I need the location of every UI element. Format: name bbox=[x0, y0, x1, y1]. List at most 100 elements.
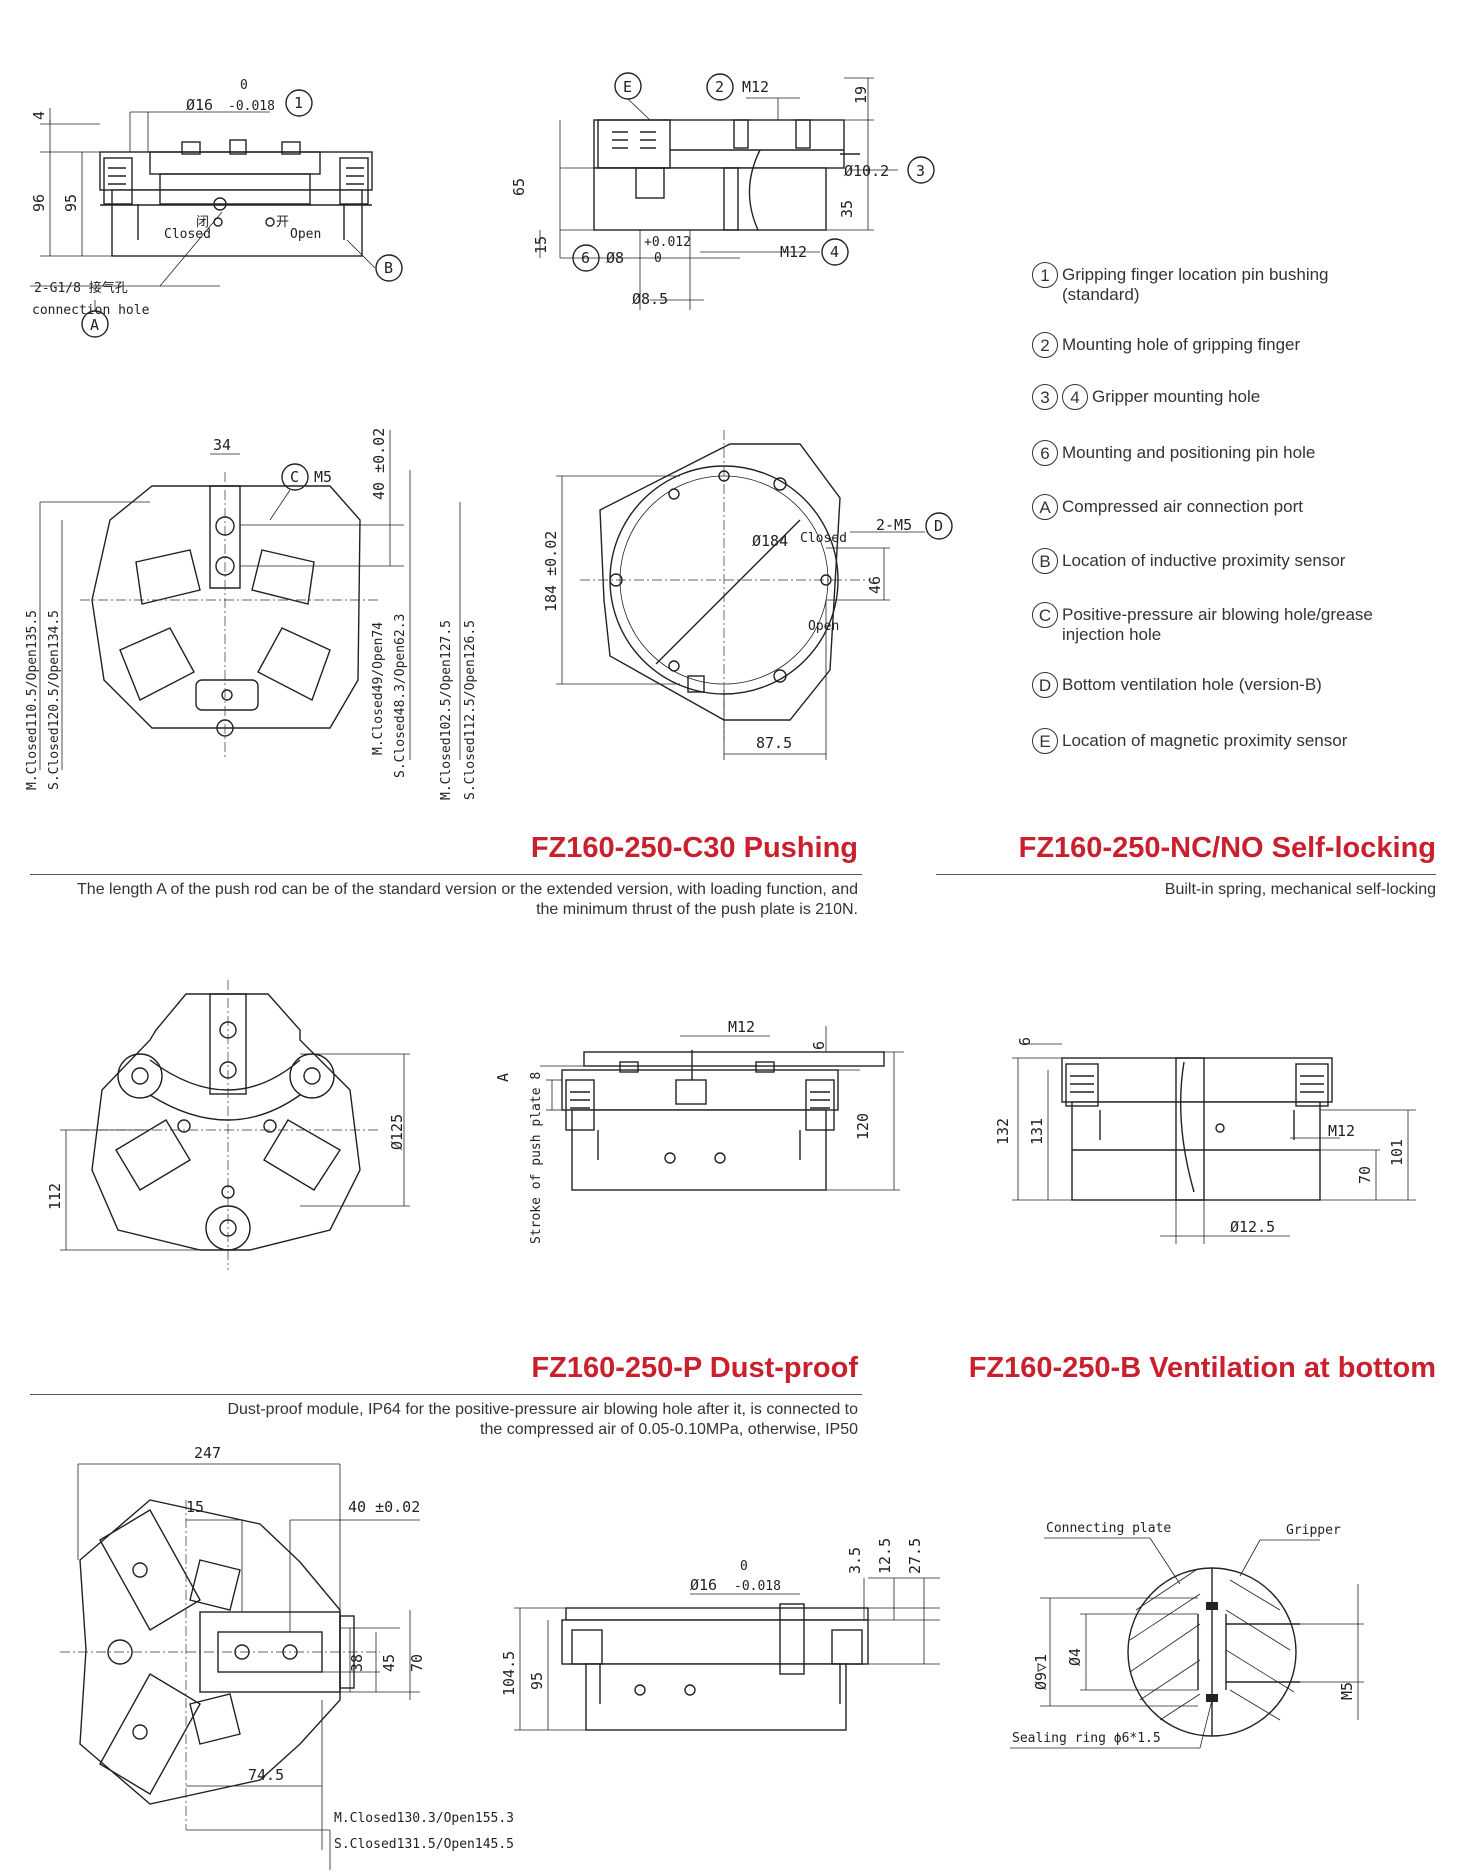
label-open: Open bbox=[290, 227, 321, 242]
label-open-2: Open bbox=[808, 619, 839, 634]
dim-6: 6 bbox=[810, 1041, 828, 1050]
dim-131: 131 bbox=[1028, 1118, 1046, 1145]
section-title-c30: FZ160-250-C30 Pushing bbox=[530, 832, 858, 864]
section-desc-c30: The length A of the push rod can be of t… bbox=[77, 881, 858, 918]
dim-120: 120 bbox=[854, 1113, 872, 1140]
callout-E: E bbox=[623, 78, 632, 96]
dim-96: 96 bbox=[30, 194, 48, 212]
dim-19: 19 bbox=[852, 86, 870, 104]
callout-1: 1 bbox=[294, 94, 303, 112]
dim-tol-p012: +0.012 bbox=[644, 235, 691, 250]
dim-70-p: 70 bbox=[408, 1654, 426, 1672]
dim-4-nc: 6 bbox=[1016, 1037, 1034, 1046]
dim-34: 34 bbox=[213, 436, 231, 454]
dim-104-5: 104.5 bbox=[500, 1651, 518, 1696]
label-sealing-ring: Sealing ring ϕ6*1.5 bbox=[1012, 1731, 1161, 1746]
callout-6: 6 bbox=[581, 249, 590, 267]
callout-C: C bbox=[290, 468, 299, 486]
dim-15-p: 15 bbox=[186, 1498, 204, 1516]
label-closed: Closed bbox=[164, 227, 211, 242]
view-p-front bbox=[514, 1577, 940, 1731]
legend-item-B: B Location of inductive proximity sensor bbox=[1032, 548, 1452, 574]
dim-tol018-p: -0.018 bbox=[734, 1579, 781, 1594]
callout-B: B bbox=[384, 259, 393, 277]
callout-2: 2 bbox=[715, 78, 724, 96]
dim-d125: Ø125 bbox=[388, 1114, 406, 1150]
section-desc-nc: Built-in spring, mechanical self-locking bbox=[1164, 881, 1436, 898]
view-nc-front bbox=[1012, 1043, 1416, 1244]
dim-d184: Ø184 bbox=[752, 532, 788, 550]
section-desc-p: Dust-proof module, IP64 for the positive… bbox=[227, 1401, 858, 1438]
dim-s-closed-3: S.Closed112.5/Open126.5 bbox=[463, 620, 478, 800]
dim-40: 40 ±0.02 bbox=[370, 428, 388, 500]
legend-text: Mounting and positioning pin hole bbox=[1062, 443, 1316, 462]
legend-text: Location of inductive proximity sensor bbox=[1062, 551, 1346, 570]
label-open-cn: 开 bbox=[276, 215, 289, 230]
dim-tol0-b: 0 bbox=[654, 251, 662, 266]
dim-s-closed-1: S.Closed120.5/Open134.5 bbox=[47, 610, 62, 790]
legend-mark: 6 bbox=[1032, 440, 1058, 466]
dim-74-5: 74.5 bbox=[248, 1766, 284, 1784]
dim-70: 70 bbox=[1356, 1166, 1374, 1184]
dim-184: 184 ±0.02 bbox=[542, 531, 560, 612]
callout-A: A bbox=[90, 316, 99, 334]
label-connecting-plate: Connecting plate bbox=[1046, 1521, 1171, 1536]
dim-s-closed-4: S.Closed131.5/Open145.5 bbox=[334, 1837, 514, 1852]
legend-mark: D bbox=[1032, 672, 1058, 698]
legend-mark: 1 bbox=[1032, 262, 1058, 288]
view-hex-top bbox=[39, 430, 461, 770]
dim-m12-b: M12 bbox=[780, 243, 807, 261]
view-section-main bbox=[539, 72, 935, 310]
dim-87-5: 87.5 bbox=[756, 734, 792, 752]
dim-m-closed-4: M.Closed130.3/Open155.3 bbox=[334, 1811, 514, 1826]
callout-3: 3 bbox=[916, 162, 925, 180]
dim-m5: M5 bbox=[314, 468, 332, 486]
section-rule-nc bbox=[936, 874, 1436, 875]
dim-m12: M12 bbox=[742, 78, 769, 96]
dim-m-closed-3: M.Closed102.5/Open127.5 bbox=[439, 620, 454, 800]
dim-a: A bbox=[494, 1073, 512, 1082]
section-title-b: FZ160-250-B Ventilation at bottom bbox=[968, 1352, 1436, 1384]
dim-40-p: 40 ±0.02 bbox=[348, 1498, 420, 1516]
dim-d8-5: Ø8.5 bbox=[632, 290, 668, 308]
view-c30-front bbox=[540, 1026, 904, 1191]
dim-27-5: 27.5 bbox=[906, 1538, 924, 1574]
legend-mark: 4 bbox=[1062, 384, 1088, 410]
legend-mark: A bbox=[1032, 494, 1058, 520]
dim-101: 101 bbox=[1388, 1139, 1406, 1166]
legend-text: Bottom ventilation hole (version-B) bbox=[1062, 675, 1322, 694]
dim-d10-2: Ø10.2 bbox=[844, 162, 889, 180]
dim-2-m5: 2-M5 bbox=[876, 516, 912, 534]
legend-item-C: C Positive-pressure air blowing hole/gre… bbox=[1032, 602, 1452, 645]
dim-15: 15 bbox=[532, 236, 550, 254]
dim-d8: Ø8 bbox=[606, 249, 624, 267]
callout-4: 4 bbox=[830, 243, 839, 261]
legend-text: Gripper mounting hole bbox=[1092, 387, 1261, 406]
dim-s-closed-2: S.Closed48.3/Open62.3 bbox=[393, 614, 408, 778]
label-connection-hole: connection hole bbox=[32, 303, 150, 318]
legend-text: Compressed air connection port bbox=[1062, 497, 1303, 516]
dim-stroke: Stroke of push plate 8 bbox=[529, 1072, 544, 1244]
dim-45: 45 bbox=[380, 1654, 398, 1672]
dim-d16: Ø16 bbox=[186, 96, 213, 114]
dim-d4: Ø4 bbox=[1066, 1648, 1084, 1666]
dim-d9: Ø9▽1 bbox=[1032, 1654, 1050, 1690]
view-p-top bbox=[60, 1463, 420, 1870]
dim-tol0-p: 0 bbox=[740, 1559, 748, 1574]
dim-38: 38 bbox=[348, 1654, 366, 1672]
dim-112: 112 bbox=[46, 1183, 64, 1210]
legend-item-A: A Compressed air connection port bbox=[1032, 494, 1452, 520]
dim-95-p: 95 bbox=[528, 1672, 546, 1690]
legend-mark: 2 bbox=[1032, 332, 1058, 358]
label-gripper: Gripper bbox=[1286, 1523, 1341, 1538]
dim-95: 95 bbox=[62, 194, 80, 212]
view-front-main bbox=[30, 89, 403, 338]
view-b-detail bbox=[1010, 1537, 1364, 1749]
dim-d16-p: Ø16 bbox=[690, 1576, 717, 1594]
dim-46: 46 bbox=[866, 576, 884, 594]
legend-mark: E bbox=[1032, 728, 1058, 754]
legend-item-1: 1 Gripping finger location pin bushing (… bbox=[1032, 262, 1452, 305]
dim-247: 247 bbox=[194, 1444, 221, 1462]
legend-item-2: 2 Mounting hole of gripping finger bbox=[1032, 332, 1452, 358]
